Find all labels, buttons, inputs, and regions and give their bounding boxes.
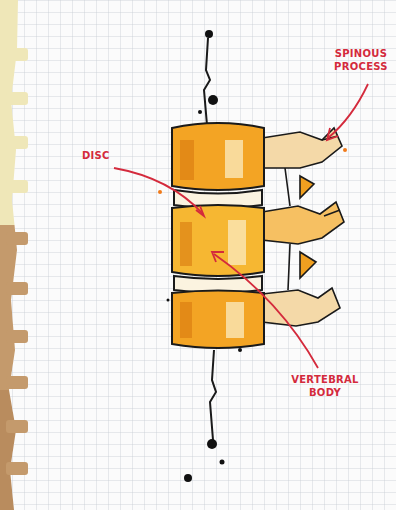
- posterior-elements: [262, 128, 344, 326]
- leader-lines: [114, 84, 368, 368]
- binder-holes: [6, 48, 28, 193]
- paper-grid: [9, 0, 396, 510]
- part-label: SPINOUS PROCESS: [330, 48, 392, 73]
- part-label: DISC: [82, 150, 142, 163]
- part-label: VERTEBRAL BODY: [290, 374, 360, 399]
- binder-holes-lower: [6, 232, 28, 475]
- notebook-paper: [9, 0, 396, 510]
- vertebral-column: [172, 123, 264, 348]
